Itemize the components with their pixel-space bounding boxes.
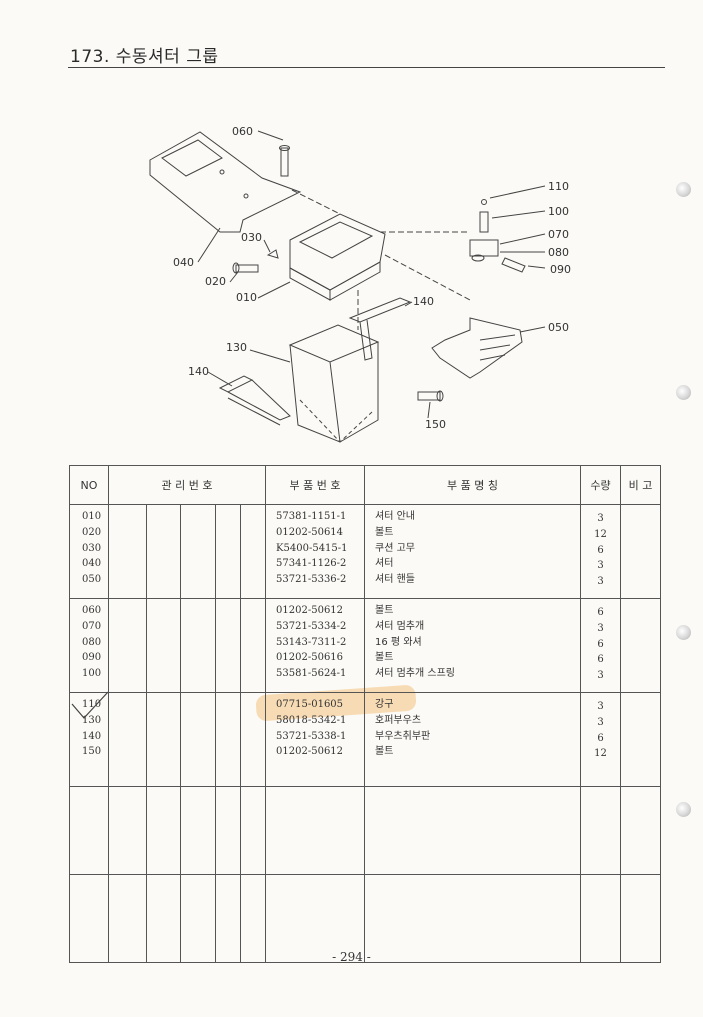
callout-110: 110 — [548, 180, 569, 193]
header-qty: 수량 — [580, 465, 622, 505]
table-header-row: NO 관 리 번 호 부 품 번 호 부 품 명 칭 수량 비 고 — [69, 465, 662, 505]
page-title: 173. 수동셔터 그룹 — [70, 47, 219, 67]
remarks-cell — [620, 504, 662, 599]
callout-140-lower: 140 — [188, 365, 209, 378]
exploded-parts-diagram: 060 040 030 020 010 110 100 070 080 090 … — [149, 125, 571, 443]
callout-030: 030 — [241, 231, 262, 244]
callout-070: 070 — [548, 228, 569, 241]
binder-hole — [676, 802, 691, 817]
header-part-name: 부 품 명 칭 — [364, 465, 582, 505]
title-rule — [68, 67, 665, 68]
remarks-cell — [620, 598, 662, 693]
table-row-group-empty — [69, 786, 662, 875]
callout-130: 130 — [226, 341, 247, 354]
callout-010: 010 — [236, 291, 257, 304]
handwritten-check-mark — [71, 691, 109, 719]
callout-150: 150 — [425, 418, 446, 431]
binder-hole — [676, 625, 691, 640]
callout-020: 020 — [205, 275, 226, 288]
callout-080: 080 — [548, 246, 569, 259]
callout-060: 060 — [232, 125, 253, 138]
binder-hole — [676, 182, 691, 197]
callout-140-upper: 140 — [413, 295, 434, 308]
header-part-no: 부 품 번 호 — [265, 465, 366, 505]
callout-050: 050 — [548, 321, 569, 334]
page-number: - 294 - — [332, 950, 371, 964]
callout-040: 040 — [173, 256, 194, 269]
header-remarks: 비 고 — [620, 465, 662, 505]
remarks-cell — [620, 692, 662, 787]
header-no: NO — [69, 465, 109, 505]
callout-100: 100 — [548, 205, 569, 218]
callout-090: 090 — [550, 263, 571, 276]
binder-hole — [676, 385, 691, 400]
table-row-group-empty — [69, 874, 662, 963]
header-mgmt-no: 관 리 번 호 — [107, 465, 267, 505]
